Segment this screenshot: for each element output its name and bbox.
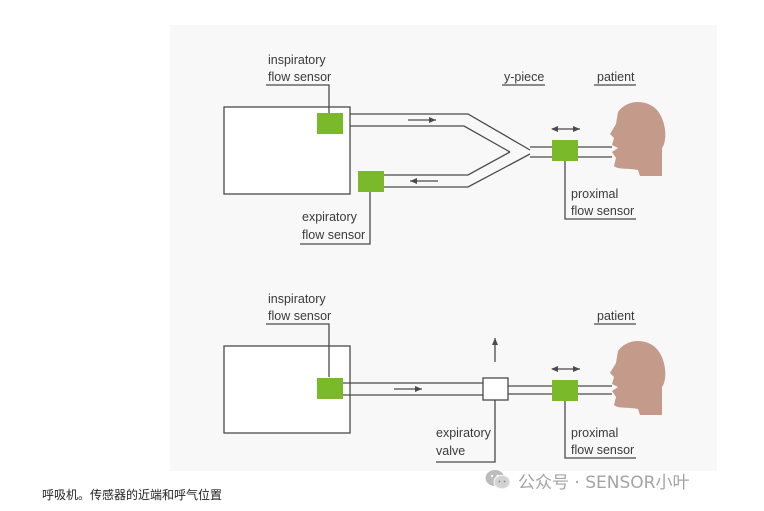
proximal-label-top-line1: proximal xyxy=(571,187,618,201)
proximal-flow-sensor-bottom xyxy=(552,380,578,401)
inspiratory-tube-bottom xyxy=(343,382,483,396)
proximal-leader-top xyxy=(564,161,636,220)
valve-leader xyxy=(436,400,496,463)
proximal-label-bottom-line2: flow sensor xyxy=(571,443,634,457)
top-diagram xyxy=(223,84,636,245)
expiratory-flow-sensor-top xyxy=(358,171,384,192)
patient-head-icon-bottom xyxy=(610,341,666,415)
patient-label-top: patient xyxy=(597,70,635,84)
inspiratory-leader-top xyxy=(266,84,330,114)
proximal-leader-bottom xyxy=(564,400,636,459)
watermark: 公众号 · SENSOR小叶 xyxy=(484,468,690,493)
expiratory-tube xyxy=(358,151,531,188)
valve-label-line2: valve xyxy=(436,444,465,458)
expiratory-leader-top xyxy=(300,191,371,245)
wechat-icon xyxy=(485,470,511,490)
inspiratory-flow-sensor-top xyxy=(317,113,343,134)
inspiratory-label-bottom-line2: flow sensor xyxy=(268,309,331,323)
proximal-label-top-line2: flow sensor xyxy=(571,204,634,218)
expiratory-label-top-line1: expiratory xyxy=(302,210,358,224)
proximal-label-bottom-line1: proximal xyxy=(571,426,618,440)
figure-caption: 呼吸机。传感器的近端和呼气位置 xyxy=(42,488,223,502)
inspiratory-leader-bottom xyxy=(266,323,330,377)
ypiece-label: y-piece xyxy=(504,70,544,84)
valve-label-line1: expiratory xyxy=(436,426,492,440)
proximal-flow-sensor-top xyxy=(552,140,578,161)
watermark-text: 公众号 · SENSOR小叶 xyxy=(518,472,690,493)
patient-head-icon-top xyxy=(610,102,666,176)
expiratory-label-top-line2: flow sensor xyxy=(302,228,365,242)
inspiratory-label-bottom-line1: inspiratory xyxy=(268,292,326,306)
inspiratory-flow-sensor-bottom xyxy=(317,378,343,399)
inspiratory-label-top-line2: flow sensor xyxy=(268,70,331,84)
expiratory-valve xyxy=(482,377,509,401)
inspiratory-label-top-line1: inspiratory xyxy=(268,53,326,67)
patient-label-bottom: patient xyxy=(597,309,635,323)
inspiratory-tube xyxy=(350,113,531,153)
